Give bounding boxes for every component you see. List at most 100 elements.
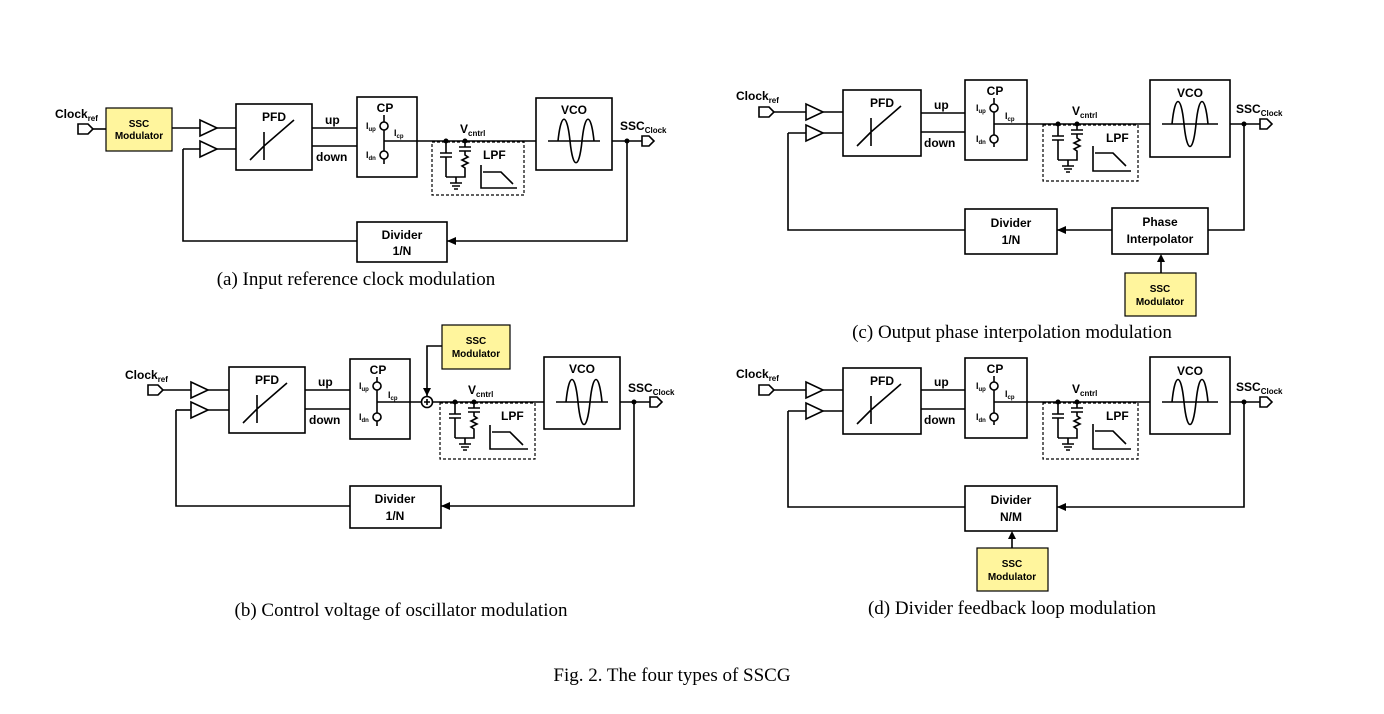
buffer-triangle-icon bbox=[805, 123, 825, 143]
down-label: down bbox=[309, 413, 340, 427]
buffer-triangle-icon bbox=[199, 118, 219, 138]
cp-label: CP bbox=[987, 362, 1004, 376]
vco-block bbox=[1149, 79, 1231, 158]
down-label: down bbox=[924, 413, 955, 427]
cp-label: CP bbox=[370, 363, 387, 377]
panel-a: Clockref SSC Modulator PFD up down CP Iu… bbox=[55, 96, 667, 290]
icp-label: Icp bbox=[1005, 389, 1015, 401]
divider-label: Divider bbox=[375, 492, 416, 506]
buffer-triangle-icon bbox=[199, 139, 219, 159]
lpf-block bbox=[439, 402, 536, 460]
vcntrl-label: Vcntrl bbox=[1072, 104, 1097, 120]
ssc-modulator-label: Modulator bbox=[988, 572, 1036, 583]
panel-b-caption: (b) Control voltage of oscillator modula… bbox=[235, 600, 568, 621]
up-label: up bbox=[325, 113, 340, 127]
figure-caption: Fig. 2. The four types of SSCG bbox=[553, 665, 790, 686]
iup-label: Iup bbox=[359, 381, 369, 393]
sine-wave-icon bbox=[1171, 378, 1209, 426]
current-source-icon bbox=[379, 121, 389, 131]
divider-block bbox=[964, 485, 1058, 532]
divider-block bbox=[349, 485, 442, 529]
lowpass-response-icon bbox=[1092, 424, 1131, 450]
up-label: up bbox=[934, 98, 949, 112]
vcntrl-label: Vcntrl bbox=[1072, 382, 1097, 398]
icp-label: Icp bbox=[1005, 111, 1015, 123]
buffer-triangle-icon bbox=[805, 401, 825, 421]
ssc-modulator-block bbox=[976, 547, 1049, 592]
ssc-modulator-label: SSC bbox=[1002, 559, 1023, 570]
output-port-icon bbox=[1259, 396, 1274, 408]
clock-ref-label: Clockref bbox=[125, 368, 168, 384]
phase-interpolator-block bbox=[1111, 207, 1209, 255]
divider-label: Divider bbox=[382, 228, 423, 242]
lpf-block bbox=[1042, 402, 1139, 460]
pfd-label: PFD bbox=[262, 110, 286, 124]
lpf-label: LPF bbox=[483, 148, 506, 162]
output-port-icon bbox=[1259, 118, 1274, 130]
sine-wave-icon bbox=[557, 118, 595, 164]
phase-interpolator-label: Phase bbox=[1142, 215, 1178, 229]
ground-icon bbox=[1052, 402, 1083, 451]
iup-label: Iup bbox=[976, 103, 986, 115]
ssc-modulator-block bbox=[105, 107, 173, 152]
clock-ref-label: Clockref bbox=[736, 89, 779, 105]
charge-pump-block bbox=[349, 358, 411, 440]
output-port-icon bbox=[649, 396, 664, 408]
current-source-icon bbox=[372, 412, 382, 422]
vco-label: VCO bbox=[569, 362, 595, 376]
ssc-modulator-label: SSC bbox=[1150, 284, 1171, 295]
panel-d-caption: (d) Divider feedback loop modulation bbox=[868, 598, 1157, 619]
output-port-icon bbox=[641, 135, 656, 147]
up-label: up bbox=[318, 375, 333, 389]
idn-label: Idn bbox=[359, 412, 369, 424]
up-label: up bbox=[934, 375, 949, 389]
clock-input-port-icon bbox=[147, 384, 165, 396]
charge-pump-block bbox=[356, 96, 418, 178]
current-source-icon bbox=[989, 103, 999, 113]
pfd-label: PFD bbox=[255, 373, 279, 387]
ground-icon bbox=[1052, 124, 1083, 173]
buffer-triangle-icon bbox=[805, 380, 825, 400]
panel-c: Clockref PFD up down CP Iup Idn Icp Vcnt… bbox=[736, 79, 1283, 343]
panel-b: Clockref PFD up down CP Iup Idn Icp SSC … bbox=[125, 324, 675, 621]
vco-block bbox=[543, 356, 621, 430]
ssc-clock-output-label: SSCClock bbox=[1236, 380, 1283, 396]
clock-input-port-icon bbox=[758, 384, 776, 396]
current-source-icon bbox=[989, 134, 999, 144]
current-source-icon bbox=[989, 412, 999, 422]
down-label: down bbox=[316, 150, 347, 164]
lowpass-response-icon bbox=[1092, 146, 1131, 172]
panel-a-caption: (a) Input reference clock modulation bbox=[217, 269, 496, 290]
panel-d: Clockref PFD up down CP Iup Idn Icp Vcnt… bbox=[736, 356, 1283, 619]
ssc-modulator-block bbox=[1124, 272, 1197, 317]
ssc-modulator-block bbox=[441, 324, 511, 370]
lpf-block bbox=[1042, 124, 1139, 182]
charge-pump-block bbox=[964, 79, 1028, 161]
divider-ratio-label: 1/N bbox=[386, 509, 405, 523]
buffer-triangle-icon bbox=[190, 380, 210, 400]
current-source-icon bbox=[989, 381, 999, 391]
charge-pump-block bbox=[964, 357, 1028, 439]
pfd-label: PFD bbox=[870, 96, 894, 110]
lpf-label: LPF bbox=[501, 409, 524, 423]
ssc-clock-output-label: SSCClock bbox=[1236, 102, 1283, 118]
lpf-label: LPF bbox=[1106, 131, 1129, 145]
clock-ref-label: Clockref bbox=[55, 107, 98, 123]
vco-block bbox=[535, 97, 613, 171]
ssc-clock-output-label: SSCClock bbox=[628, 381, 675, 397]
phase-interpolator-label: Interpolator bbox=[1127, 232, 1194, 246]
idn-label: Idn bbox=[976, 412, 986, 424]
ssc-modulator-label: SSC bbox=[129, 119, 150, 130]
ssc-modulator-label: Modulator bbox=[1136, 297, 1184, 308]
clock-ref-label: Clockref bbox=[736, 367, 779, 383]
buffer-triangle-icon bbox=[805, 102, 825, 122]
vco-label: VCO bbox=[1177, 86, 1203, 100]
current-source-icon bbox=[379, 150, 389, 160]
icp-label: Icp bbox=[388, 390, 398, 402]
divider-ratio-label: 1/N bbox=[1002, 233, 1021, 247]
idn-label: Idn bbox=[366, 150, 376, 162]
idn-label: Idn bbox=[976, 134, 986, 146]
vco-label: VCO bbox=[1177, 364, 1203, 378]
ground-icon bbox=[440, 141, 471, 190]
